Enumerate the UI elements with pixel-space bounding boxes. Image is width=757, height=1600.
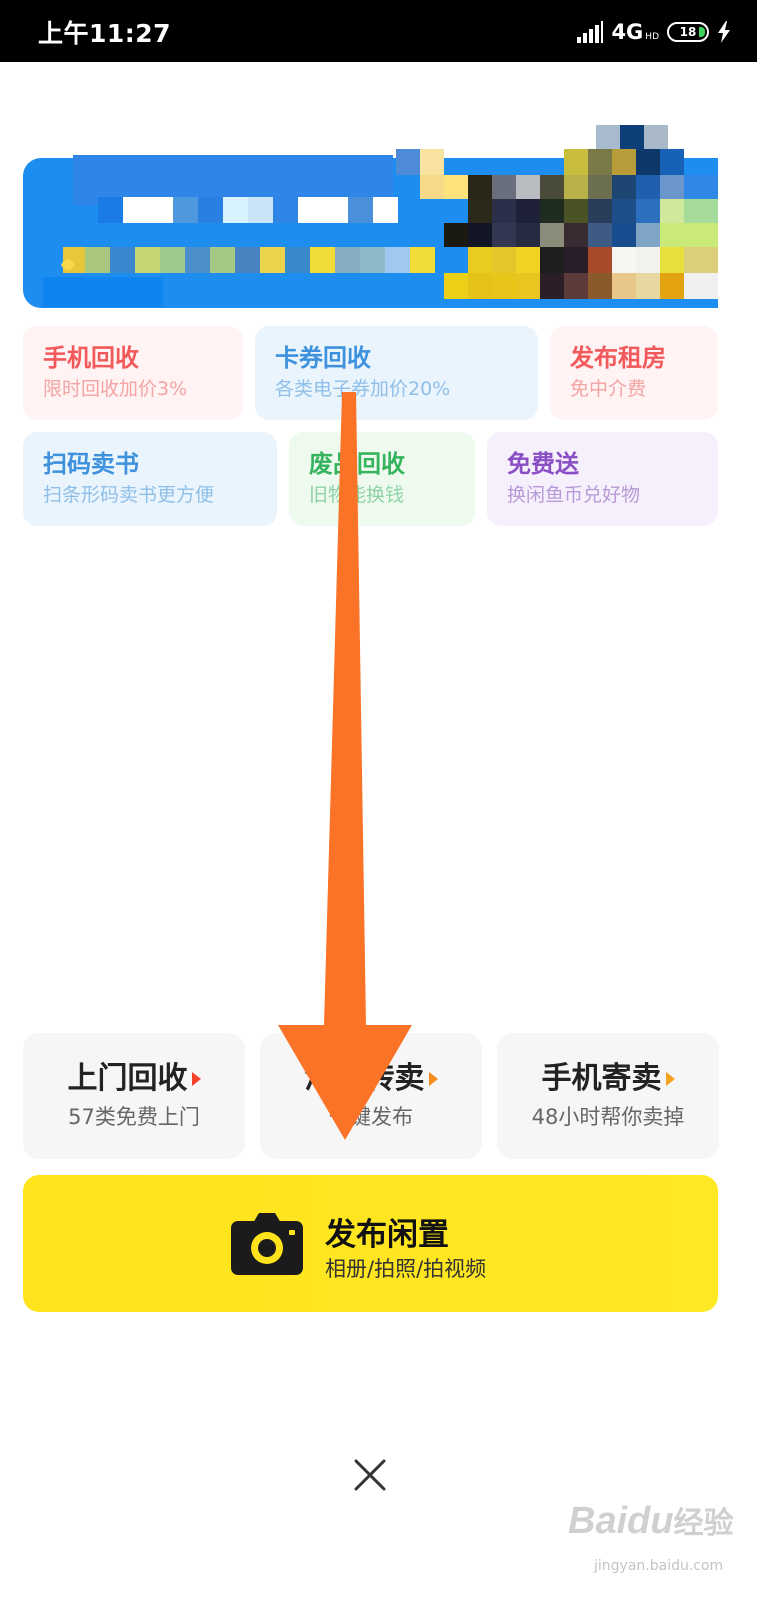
publish-subtitle: 相册/拍照/拍视频: [325, 1257, 487, 1281]
action-title: 上门回收: [67, 1061, 188, 1096]
card-title: 废品回收: [309, 450, 405, 478]
watermark-brand-cn: 经验: [673, 1507, 734, 1540]
promo-banner[interactable]: [23, 125, 718, 310]
card-title: 发布租房: [570, 344, 666, 372]
arrow-right-icon: [191, 1072, 201, 1086]
network-hd-label: HD: [645, 32, 659, 42]
card-title: 卡券回收: [275, 344, 371, 372]
watermark-brand-suffix: du: [627, 1500, 674, 1542]
status-time: 上午11:27: [38, 19, 172, 48]
card-subtitle: 免中介费: [570, 378, 647, 400]
banner-mosaic-image: [43, 125, 718, 307]
card-subtitle: 扫条形码卖书更方便: [43, 484, 215, 506]
status-bar: 上午11:27 4G HD 18: [0, 0, 757, 62]
action-subtitle: 48小时帮你卖掉: [531, 1105, 685, 1129]
card-free-give[interactable]: 免费送 换闲鱼币兑好物: [487, 432, 718, 526]
battery-level: 18: [679, 25, 697, 39]
card-rent-house[interactable]: 发布租房 免中介费: [550, 326, 718, 420]
card-title: 手机回收: [43, 344, 139, 372]
camera-icon: [231, 1213, 303, 1275]
baidu-jingyan-watermark: Baidu经验 jingyan.baidu.com: [568, 1488, 738, 1588]
action-title: 淘宝转卖: [304, 1061, 425, 1096]
card-subtitle: 各类电子券加价20%: [275, 378, 451, 400]
watermark-url: jingyan.baidu.com: [594, 1558, 724, 1574]
charging-icon: [718, 21, 730, 43]
card-coupon-recycle[interactable]: 卡券回收 各类电子券加价20%: [255, 326, 538, 420]
action-home-recycle[interactable]: 上门回收 57类免费上门: [23, 1033, 245, 1159]
action-taobao-resell[interactable]: 淘宝转卖 一键发布: [260, 1033, 482, 1159]
signal-icon: [577, 21, 604, 43]
battery-icon: 18: [667, 22, 709, 42]
card-phone-recycle[interactable]: 手机回收 限时回收加价3%: [23, 326, 243, 420]
card-title: 免费送: [507, 450, 579, 478]
card-title: 扫码卖书: [43, 450, 139, 478]
arrow-right-icon: [428, 1072, 438, 1086]
watermark-brand: Bai: [568, 1500, 628, 1542]
card-scan-book[interactable]: 扫码卖书 扫条形码卖书更方便: [23, 432, 277, 526]
action-phone-consign[interactable]: 手机寄卖 48小时帮你卖掉: [497, 1033, 719, 1159]
close-icon[interactable]: [350, 1455, 390, 1495]
publish-idle-button[interactable]: 发布闲置 相册/拍照/拍视频: [23, 1175, 718, 1312]
arrow-right-icon: [665, 1072, 675, 1086]
action-title: 手机寄卖: [541, 1061, 662, 1096]
publish-title: 发布闲置: [325, 1217, 449, 1253]
card-waste-recycle[interactable]: 废品回收 旧物能换钱: [289, 432, 475, 526]
card-subtitle: 旧物能换钱: [309, 484, 405, 506]
card-subtitle: 限时回收加价3%: [43, 378, 188, 400]
network-type: 4G: [611, 20, 644, 44]
action-subtitle: 57类免费上门: [68, 1105, 200, 1129]
card-subtitle: 换闲鱼币兑好物: [507, 484, 641, 506]
status-icons: 4G HD 18: [577, 18, 731, 46]
action-subtitle: 一键发布: [329, 1105, 413, 1129]
